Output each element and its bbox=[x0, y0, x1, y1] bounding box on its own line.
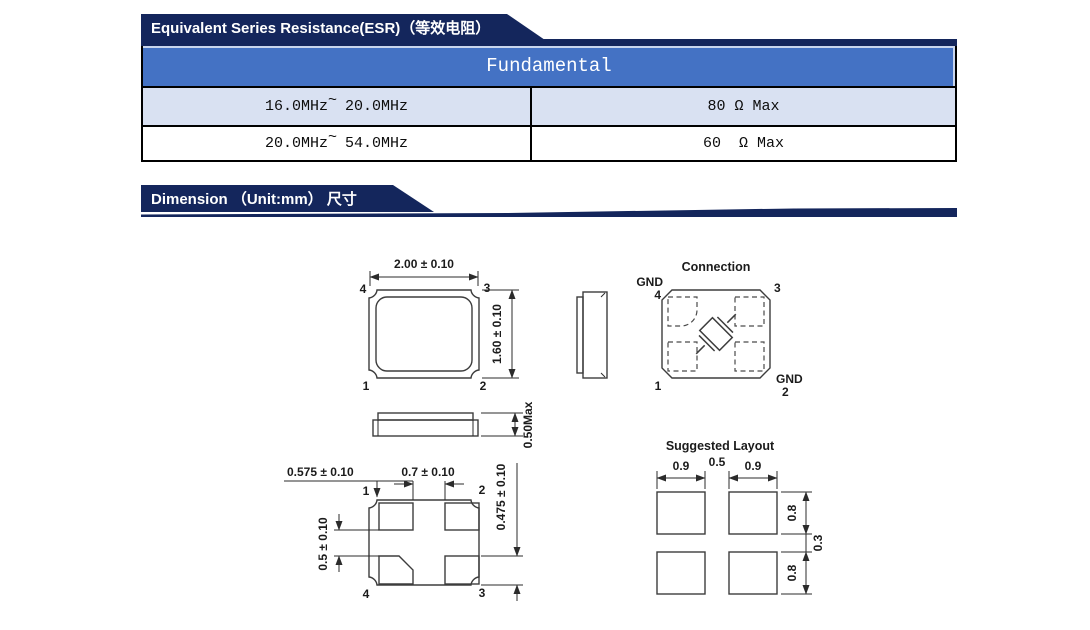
esr-table-header: Fundamental bbox=[143, 46, 955, 86]
bottom-view-pad-height-dim: 0.475 ± 0.10 bbox=[494, 463, 508, 530]
layout-pad-gap-h-dim: 0.5 bbox=[709, 455, 726, 469]
connection-diagram: Connection GND 4 3 1 GND 2 bbox=[636, 260, 803, 399]
esr-value-cell: 60 Ω Max bbox=[702, 135, 784, 152]
connection-gnd-bottom-label: GND bbox=[776, 372, 803, 386]
layout-pad-width-right-dim: 0.9 bbox=[745, 459, 762, 473]
side-view-vertical-drawing bbox=[576, 291, 608, 379]
crystal-symbol bbox=[695, 313, 737, 355]
freq-to: 20.0MHz bbox=[345, 98, 409, 115]
connection-pin-4-label: 4 bbox=[654, 288, 661, 302]
tilde: ~ bbox=[327, 129, 337, 146]
dimension-banner-underline bbox=[141, 208, 957, 217]
bottom-view-pin-4-label: 4 bbox=[363, 587, 370, 601]
esr-table-row: 20.0MHz~54.0MHz 60 Ω Max bbox=[143, 125, 955, 160]
bottom-view-drawing: 1 2 4 3 0.575 ± 0.10 0.7 ± 0.10 0.5 ± 0.… bbox=[284, 463, 523, 601]
connection-pin-3-label: 3 bbox=[774, 281, 781, 295]
freq-from: 16.0MHz bbox=[264, 98, 328, 115]
freq-range-cell: 20.0MHz~54.0MHz bbox=[143, 127, 532, 160]
top-view-drawing: 4 3 1 2 2.00 ± 0.10 1.60 ± 0.10 bbox=[360, 257, 519, 393]
esr-banner-title: Equivalent Series Resistance(ESR)（等效电阻） bbox=[151, 19, 491, 37]
esr-table: Fundamental 16.0MHz~20.0MHz 80 Ω Max 20.… bbox=[141, 46, 957, 162]
connection-title: Connection bbox=[682, 260, 751, 274]
layout-pad-width-left-dim: 0.9 bbox=[673, 459, 690, 473]
top-view-pin-1-label: 1 bbox=[363, 379, 370, 393]
connection-gnd-top-label: GND bbox=[636, 275, 663, 289]
layout-pad-height-top-dim: 0.8 bbox=[785, 504, 799, 521]
bottom-view-pin-2-label: 2 bbox=[479, 483, 486, 497]
top-view-width-dim: 2.00 ± 0.10 bbox=[394, 257, 454, 271]
esr-table-row: 16.0MHz~20.0MHz 80 Ω Max bbox=[143, 86, 955, 125]
freq-from: 20.0MHz bbox=[264, 135, 328, 152]
bottom-view-pin-1-label: 1 bbox=[363, 484, 370, 498]
esr-section-banner: Equivalent Series Resistance(ESR)（等效电阻） bbox=[141, 14, 545, 40]
dimension-banner-title: Dimension （Unit:mm） 尺寸 bbox=[151, 191, 357, 208]
esr-banner-underline bbox=[141, 39, 957, 46]
dimension-drawing: 4 3 1 2 2.00 ± 0.10 1.60 ± 0.10 Connecti… bbox=[284, 257, 825, 601]
freq-to: 54.0MHz bbox=[345, 135, 409, 152]
layout-pad-height-bottom-dim: 0.8 bbox=[785, 564, 799, 581]
suggested-layout-drawing: Suggested Layout 0.9 0.5 0.9 0.8 0.3 bbox=[656, 439, 825, 595]
top-view-pin-2-label: 2 bbox=[480, 379, 487, 393]
esr-value-cell: 80 Ω Max bbox=[707, 98, 780, 115]
freq-range-cell: 16.0MHz~20.0MHz bbox=[143, 88, 532, 125]
connection-pin-1-label: 1 bbox=[655, 379, 662, 393]
layout-pad-gap-v-dim: 0.3 bbox=[811, 534, 825, 551]
bottom-view-pad-pitch-dim: 0.7 ± 0.10 bbox=[401, 465, 455, 479]
side-view-thickness-dim: 0.50Max bbox=[521, 401, 535, 448]
bottom-view-pad-width-dim: 0.575 ± 0.10 bbox=[287, 465, 354, 479]
suggested-layout-title: Suggested Layout bbox=[666, 439, 775, 453]
top-view-height-dim: 1.60 ± 0.10 bbox=[490, 304, 504, 364]
bottom-view-pad-gap-dim: 0.5 ± 0.10 bbox=[316, 517, 330, 571]
side-view-horizontal-drawing: 0.50Max bbox=[372, 401, 535, 448]
bottom-view-pin-3-label: 3 bbox=[479, 586, 486, 600]
top-view-pin-4-label: 4 bbox=[360, 282, 367, 296]
connection-pin-2-label: 2 bbox=[782, 385, 789, 399]
tilde: ~ bbox=[327, 92, 337, 109]
top-view-pin-3-label: 3 bbox=[484, 281, 491, 295]
dimension-section-banner: Dimension （Unit:mm） 尺寸 bbox=[141, 185, 434, 212]
